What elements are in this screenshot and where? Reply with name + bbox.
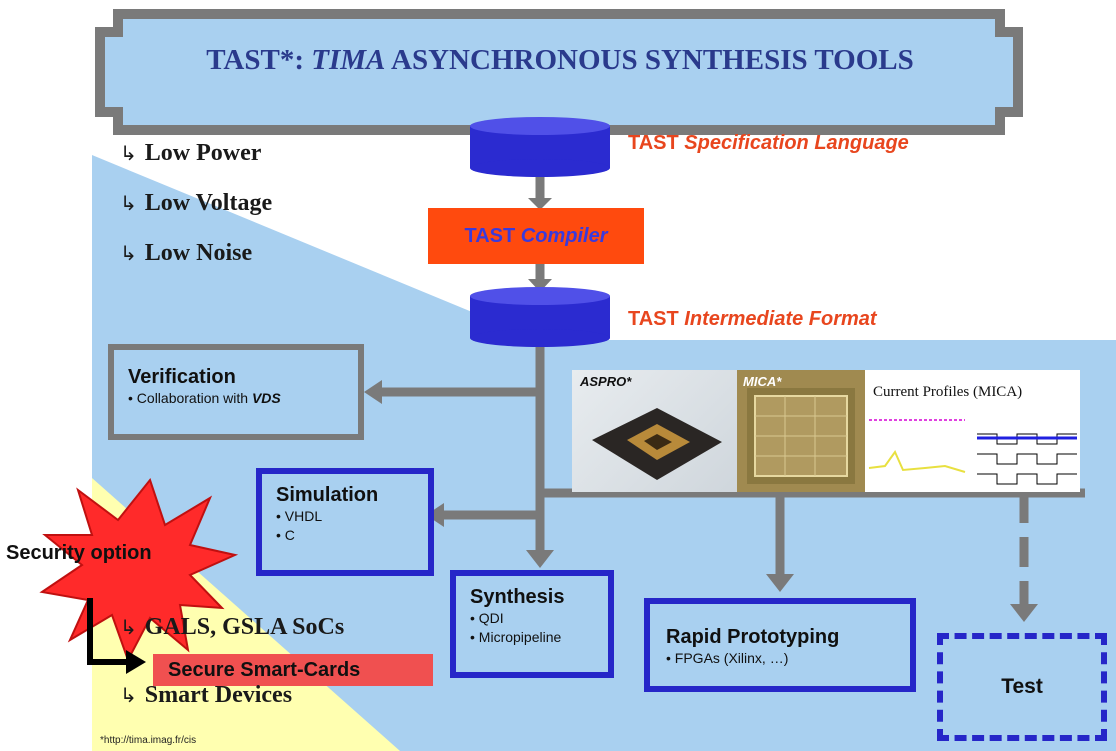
page-title: TAST*: TIMA ASYNCHRONOUS SYNTHESIS TOOLS bbox=[206, 44, 914, 76]
aspro-label: ASPRO* bbox=[580, 374, 632, 389]
current-profiles-label: Current Profiles (MICA) bbox=[873, 384, 1023, 400]
hook-arrow-icon: ↳ bbox=[120, 141, 137, 165]
hook-arrow-icon: ↳ bbox=[120, 241, 137, 265]
footnote: *http://tima.imag.fr/cis bbox=[100, 735, 197, 746]
synthesis-line: • QDI bbox=[470, 610, 504, 626]
benefit-low-power: ↳Low Power bbox=[120, 140, 262, 166]
aspro-chip-image bbox=[592, 408, 722, 480]
synthesis-box: Synthesis • QDI • Micropipeline bbox=[450, 570, 614, 678]
simulation-line: • C bbox=[276, 527, 295, 543]
aspro-chip-photo: ASPRO* bbox=[572, 370, 737, 492]
hook-arrow-icon: ↳ bbox=[120, 683, 137, 707]
benefit-low-noise: ↳Low Noise bbox=[120, 240, 253, 266]
current-profiles-panel: Current Profiles (MICA) bbox=[865, 370, 1080, 492]
intermediate-format-label: TAST Intermediate Format bbox=[628, 308, 877, 330]
secure-smart-cards-label: Secure Smart-Cards bbox=[153, 654, 433, 686]
rapid-prototyping-box: Rapid Prototyping • FPGAs (Xilinx, …) bbox=[644, 598, 916, 692]
current-profiles-plot bbox=[868, 419, 1077, 485]
benefit-low-voltage: ↳Low Voltage bbox=[120, 190, 273, 216]
simulation-box: Simulation • VHDL • C bbox=[256, 468, 434, 576]
security-option-label: Security option bbox=[6, 542, 152, 564]
rapid-prototyping-title: Rapid Prototyping bbox=[666, 626, 840, 648]
simulation-title: Simulation bbox=[276, 484, 379, 506]
hook-arrow-icon: ↳ bbox=[120, 191, 137, 215]
spec-language-label: TAST Specification Language bbox=[628, 132, 909, 154]
test-box: Test bbox=[937, 633, 1107, 741]
mica-chip-photo: MICA* bbox=[737, 370, 865, 492]
verification-title: Verification bbox=[128, 366, 236, 388]
title-banner bbox=[95, 9, 1023, 135]
verification-box: Verification • Collaboration with VDS bbox=[108, 344, 364, 440]
mica-label: MICA* bbox=[743, 374, 782, 389]
rapid-prototyping-line: • FPGAs (Xilinx, …) bbox=[666, 650, 789, 666]
mica-chip-image bbox=[747, 388, 855, 484]
app-smart-devices: ↳Smart Devices bbox=[120, 682, 293, 708]
hook-arrow-icon: ↳ bbox=[120, 615, 137, 639]
intermediate-cylinder bbox=[470, 287, 610, 347]
synthesis-title: Synthesis bbox=[470, 586, 565, 608]
spec-cylinder bbox=[470, 117, 610, 177]
verification-line: • Collaboration with VDS bbox=[128, 390, 281, 406]
simulation-line: • VHDL bbox=[276, 508, 323, 524]
synthesis-line: • Micropipeline bbox=[470, 629, 562, 645]
compiler-box: TAST Compiler bbox=[428, 208, 644, 264]
app-gals-gsla: ↳GALS, GSLA SoCs bbox=[120, 614, 345, 640]
